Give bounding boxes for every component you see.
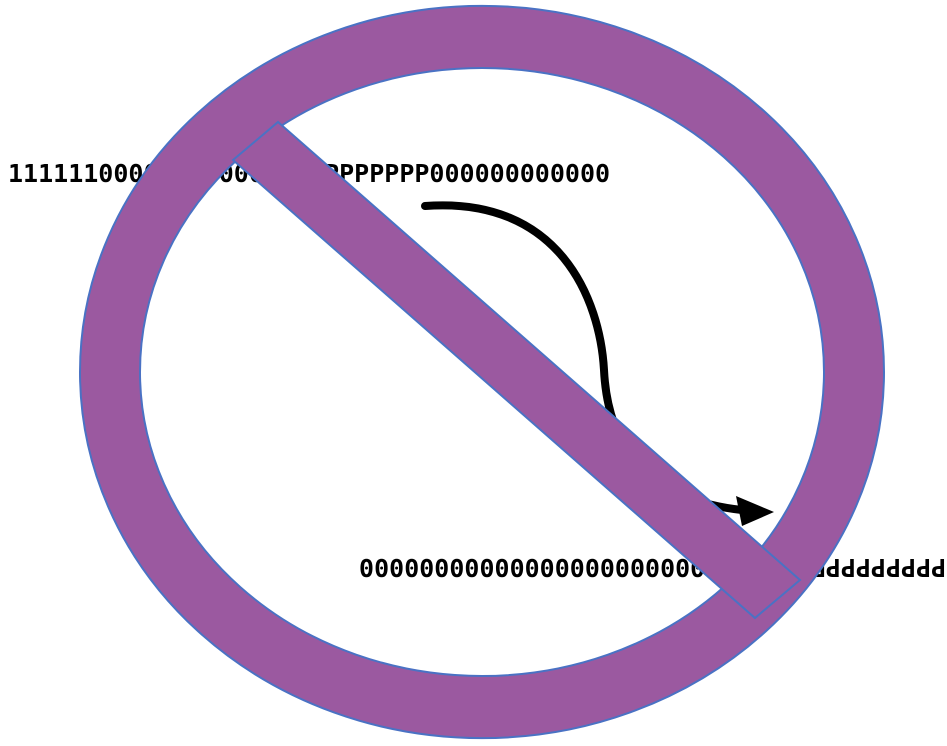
arrow-head [736,496,774,526]
bottom-sequence-text: PPPPPPPPB000000000000000000000000000000 [359,553,946,582]
no-entry-sign-icon [78,5,886,739]
prohibition-bar [231,120,802,620]
bottom-sequence-group: PPPPPPPPB000000000000000000000000000000 [359,553,946,582]
prohibition-ring [78,5,886,739]
